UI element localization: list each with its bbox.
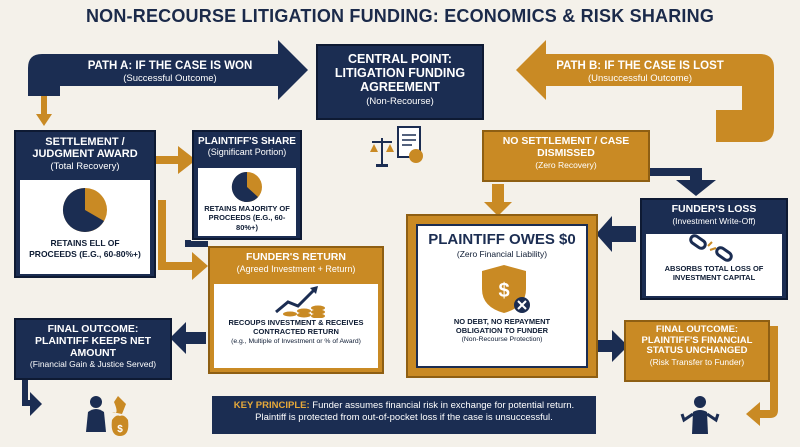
broken-chain-icon: [689, 234, 733, 262]
return-text: RECOUPS INVESTMENT & RECEIVES CONTRACTED…: [228, 318, 364, 337]
to-return-arrow: [158, 200, 208, 280]
share-subtitle: (Significant Portion): [207, 147, 287, 158]
return-small: (e.g., Multiple of Investment or % of Aw…: [231, 337, 361, 345]
settlement-card: RETAINS Ell OF PROCEEDS (e.g., 60-80%+): [20, 180, 150, 274]
principle-label: KEY PRINCIPLE:: [233, 400, 310, 411]
share-title: PLAINTIFF'S SHARE: [198, 136, 296, 147]
settlement-subtitle: (Total Recovery): [50, 160, 120, 172]
contract-scales-icon: [368, 124, 432, 170]
share-card: RETAINS MAJORITY OF PROCEEDS (e.g., 60-8…: [198, 168, 296, 236]
page-title: NON-RECOURSE LITIGATION FUNDING: ECONOMI…: [85, 6, 715, 26]
principle-text: Funder assumes financial risk in exchang…: [312, 400, 575, 411]
central-box: CENTRAL POINT: LITIGATION FUNDING AGREEM…: [316, 44, 484, 120]
person-money-bag-icon: $: [82, 392, 138, 438]
to-final-b-arrow: [598, 330, 628, 362]
share-text: RETAINS MAJORITY OF PROCEEDS (e.g., 60-8…: [204, 204, 290, 232]
path-a-subtitle: (Successful Outcome): [123, 72, 217, 84]
central-subtitle: (Non-Recourse): [366, 96, 434, 107]
loss-title: FUNDER'S LOSS: [671, 203, 757, 215]
owes-small: (Non-Recourse Protection): [461, 335, 543, 343]
owes-title: PLAINTIFF OWES $0: [428, 231, 576, 248]
final-b-subtitle: (Risk Transfer to Funder): [649, 356, 745, 367]
person-shrug-icon: [680, 394, 720, 440]
final-b-box: FINAL OUTCOME: PLAINTIFF'S FINANCIAL STA…: [624, 320, 770, 382]
loss-text: ABSORBS TOTAL LOSS OF INVESTMENT CAPITAL: [664, 264, 764, 283]
loss-subtitle: (Investment Write-Off): [672, 215, 756, 226]
final-a-title: FINAL OUTCOME: PLAINTIFF KEEPS NET AMOUN…: [34, 323, 152, 359]
share-to-return-arrow: [185, 240, 208, 247]
to-final-a-arrow: [170, 322, 206, 354]
path-b-subtitle: (Unsuccessful Outcome): [587, 72, 692, 84]
return-title: FUNDER'S RETURN: [246, 251, 346, 263]
final-a-subtitle: (Financial Gain & Justice Served): [29, 359, 157, 370]
path-a-arrow: [28, 40, 308, 100]
owes-card: PLAINTIFF OWES $0 (Zero Financial Liabil…: [416, 224, 588, 368]
return-subtitle: (Agreed Investment + Return): [236, 263, 356, 274]
path-a-label: PATH A: IF THE CASE IS WON (Successful O…: [60, 60, 280, 84]
final-b-down-arrow: [746, 326, 778, 426]
owes-box: PLAINTIFF OWES $0 (Zero Financial Liabil…: [406, 214, 598, 378]
to-owes-arrow: [484, 184, 512, 216]
no-settlement-subtitle: (Zero Recovery): [535, 159, 597, 170]
svg-text:$: $: [498, 280, 509, 302]
funder-return-box: FUNDER'S RETURN (Agreed Investment + Ret…: [208, 246, 384, 374]
to-share-arrow: [156, 146, 196, 174]
path-b-title: PATH B: IF THE CASE IS LOST: [556, 60, 724, 72]
key-principle-box: KEY PRINCIPLE: Funder assumes financial …: [212, 396, 596, 434]
final-a-down-arrow: [22, 380, 42, 416]
no-settlement-box: NO SETTLEMENT / CASE DISMISSED (Zero Rec…: [482, 130, 650, 182]
principle-text2: Plaintiff is protected from out-of-pocke…: [255, 412, 553, 424]
settlement-text: RETAINS Ell OF PROCEEDS (e.g., 60-80%+): [29, 238, 141, 259]
pie-chart-icon: [231, 171, 262, 202]
settlement-box: SETTLEMENT / JUDGMENT AWARD (Total Recov…: [14, 130, 156, 278]
path-a-title: PATH A: IF THE CASE IS WON: [87, 60, 253, 72]
final-a-box: FINAL OUTCOME: PLAINTIFF KEEPS NET AMOUN…: [14, 318, 172, 380]
path-b-label: PATH B: IF THE CASE IS LOST (Unsuccessfu…: [540, 60, 740, 84]
growth-coins-icon: [275, 286, 325, 318]
path-b-arrow: [516, 40, 774, 142]
central-title: CENTRAL POINT: LITIGATION FUNDING AGREEM…: [334, 52, 466, 94]
settlement-title: SETTLEMENT / JUDGMENT AWARD: [32, 136, 138, 161]
loss-card: ABSORBS TOTAL LOSS OF INVESTMENT CAPITAL: [646, 234, 782, 296]
funder-loss-box: FUNDER'S LOSS (Investment Write-Off) ABS…: [640, 198, 788, 300]
return-card: RECOUPS INVESTMENT & RECEIVES CONTRACTED…: [214, 284, 378, 368]
loss-to-owes-arrow: [596, 216, 636, 252]
owes-subtitle: (Zero Financial Liability): [456, 248, 548, 259]
to-loss-arrow: [650, 168, 716, 196]
plaintiff-share-box: PLAINTIFF'S SHARE (Significant Portion) …: [192, 130, 302, 240]
shield-dollar-icon: $: [482, 264, 530, 313]
no-settlement-title: NO SETTLEMENT / CASE DISMISSED: [502, 135, 630, 159]
pie-chart-icon: [62, 187, 107, 232]
owes-text: NO DEBT, NO REPAYMENT OBLIGATION TO FUND…: [453, 316, 551, 336]
svg-text:$: $: [117, 424, 123, 435]
final-b-title: FINAL OUTCOME: PLAINTIFF'S FINANCIAL STA…: [641, 324, 753, 357]
